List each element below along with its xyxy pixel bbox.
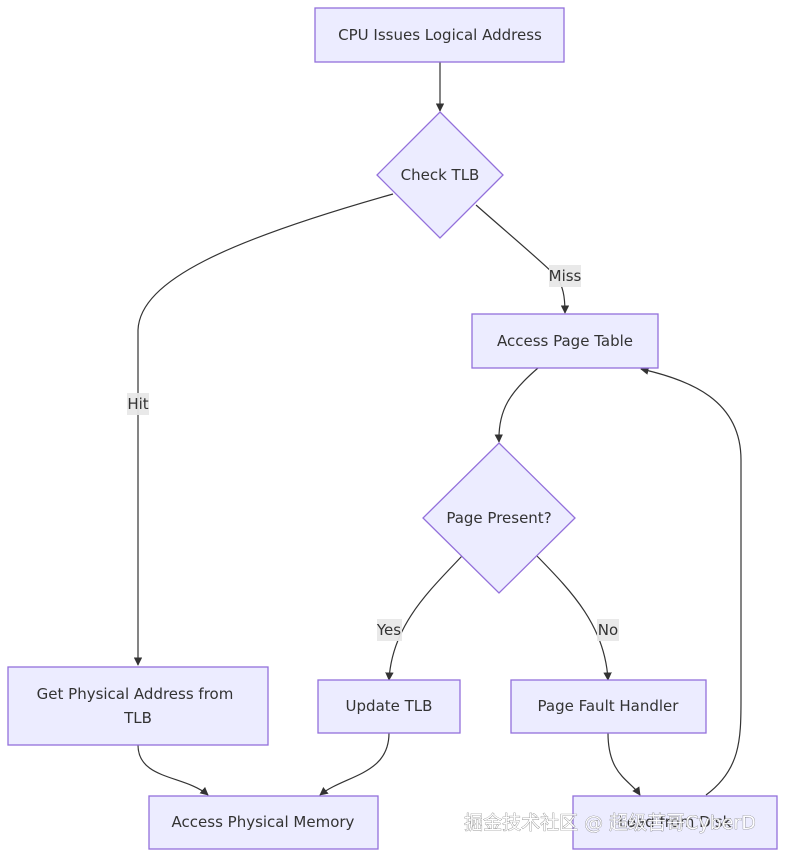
svg-text:Access Physical Memory: Access Physical Memory [172,813,355,831]
edge-label-yes: Yes [376,619,402,641]
edge-fault-to-disk [607,732,641,796]
edge-label-no: No [597,619,619,641]
svg-text:TLB: TLB [123,709,152,727]
node-check-tlb: Check TLB [376,111,504,239]
svg-text:Miss: Miss [549,267,582,285]
svg-text:No: No [598,621,618,639]
svg-text:Page Present?: Page Present? [446,509,551,527]
edge-present-to-fault [536,555,612,681]
node-load-from-disk: Load from Disk [572,795,778,850]
edge-getphysical-to-memory [137,744,209,796]
edges [133,62,742,796]
node-cpu-issues: CPU Issues Logical Address [314,7,565,63]
node-get-physical-address: Get Physical Address from TLB [7,666,269,746]
edge-check-to-pagetable [475,204,570,314]
svg-text:Update TLB: Update TLB [346,697,433,715]
svg-text:Check TLB: Check TLB [401,166,480,184]
edge-check-to-getphysical [133,193,394,666]
node-access-physical-memory: Access Physical Memory [148,795,379,850]
svg-text:Page Fault Handler: Page Fault Handler [538,697,680,715]
node-access-page-table: Access Page Table [471,313,659,369]
svg-text:Access Page Table: Access Page Table [497,332,633,350]
edge-label-hit: Hit [127,393,149,415]
node-update-tlb: Update TLB [317,679,461,734]
watermark: 掘金技术社区 @ 超级苦哥CyberD [464,812,756,834]
edge-pagetable-to-present [494,367,539,443]
svg-text:Get Physical Address from: Get Physical Address from [37,685,234,703]
svg-text:CPU Issues Logical Address: CPU Issues Logical Address [338,26,542,44]
edge-disk-to-pagetable [640,366,742,796]
svg-text:Load from Disk: Load from Disk [619,813,732,831]
node-page-present: Page Present? [422,442,576,594]
edge-labels: Hit Miss Yes No [127,265,619,641]
edge-present-to-update [385,555,463,681]
node-page-fault-handler: Page Fault Handler [510,679,707,734]
edge-label-miss: Miss [549,265,582,287]
edge-update-to-memory [319,732,390,796]
svg-text:Hit: Hit [127,395,148,413]
svg-text:Yes: Yes [376,621,401,639]
